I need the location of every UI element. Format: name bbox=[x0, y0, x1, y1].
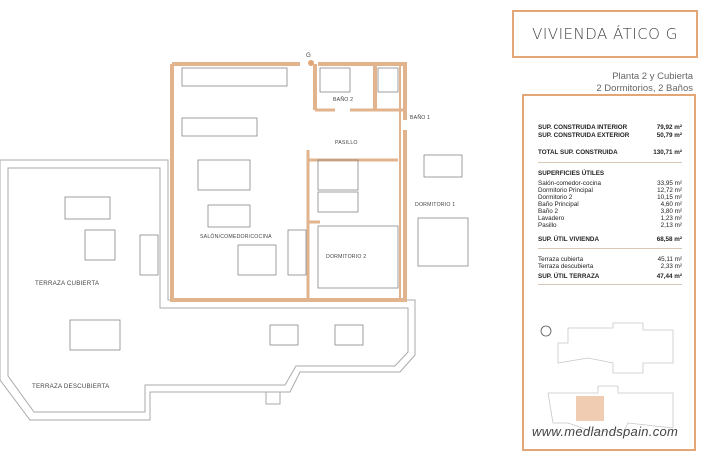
label-dorm2: DORMITORIO 2 bbox=[326, 254, 367, 260]
furniture bbox=[64, 67, 469, 351]
subtitle-rooms: 2 Dormitorios, 2 Baños bbox=[596, 83, 693, 94]
terrace-outline bbox=[0, 159, 416, 421]
north-icon bbox=[540, 325, 552, 337]
label-entrance: G bbox=[306, 52, 312, 59]
label-salon: SALÓN/COMEDOR/COCINA bbox=[200, 234, 272, 240]
label-bano1: BAÑO 1 bbox=[410, 115, 431, 121]
label-terraza-cubierta: TERRAZA CUBIERTA bbox=[35, 280, 100, 287]
label-terraza-descubierta: TERRAZA DESCUBIERTA bbox=[32, 383, 110, 390]
subtitle-floor: Planta 2 y Cubierta bbox=[612, 71, 693, 82]
utiles-heading: SUPERFICIES ÚTILES bbox=[538, 170, 605, 177]
subtitle: Planta 2 y Cubierta 2 Dormitorios, 2 Bañ… bbox=[596, 71, 693, 95]
label-pasillo: PASILLO bbox=[335, 140, 358, 146]
key-plan bbox=[540, 322, 674, 434]
page-title: VIVIENDA ÁTICO G bbox=[512, 10, 698, 58]
apartment-walls bbox=[170, 62, 407, 302]
entrance-marker bbox=[308, 60, 314, 66]
watermark: www.medlandspain.com bbox=[532, 424, 679, 439]
label-dorm1: DORMITORIO 1 bbox=[415, 202, 456, 208]
unit-highlight bbox=[576, 396, 604, 421]
floor-plan bbox=[0, 60, 469, 421]
label-bano2: BAÑO 2 bbox=[333, 97, 354, 103]
door-marker bbox=[265, 391, 281, 405]
